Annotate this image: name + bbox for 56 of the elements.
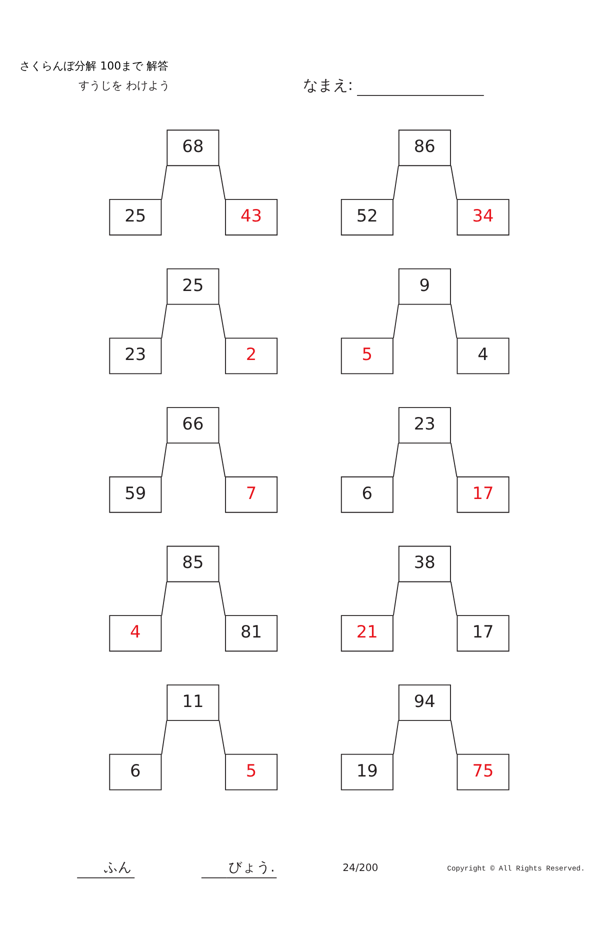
- connector: [161, 303, 168, 338]
- node-box: 34: [456, 198, 510, 235]
- connector: [161, 720, 168, 754]
- node-box: 23: [109, 337, 162, 374]
- node-box: 2: [225, 337, 278, 374]
- connector: [450, 720, 458, 754]
- node-box: 85: [166, 545, 220, 582]
- label: なまえ:: [302, 75, 354, 94]
- label: びょう.: [228, 859, 275, 876]
- label: すうじを わけよう: [78, 78, 170, 92]
- node-box: 11: [166, 684, 220, 720]
- connector: [218, 164, 226, 200]
- node-box: 5: [340, 337, 394, 374]
- node-box: 94: [398, 684, 451, 720]
- connector: [161, 164, 168, 200]
- node-box: 21: [340, 614, 394, 652]
- node-box: 5: [225, 753, 278, 790]
- node-box: 4: [456, 337, 510, 374]
- connector: [161, 580, 168, 616]
- connector: [392, 442, 399, 477]
- connector: [392, 580, 399, 616]
- connector: [392, 164, 399, 200]
- node-box: 38: [398, 545, 451, 582]
- node-box: 86: [398, 129, 451, 166]
- connector: [218, 303, 226, 338]
- node-box: 52: [340, 198, 394, 235]
- connector: [218, 580, 226, 616]
- connector: [161, 442, 168, 477]
- node-box: 19: [340, 753, 394, 790]
- connector: [450, 442, 458, 477]
- node-box: 6: [340, 476, 394, 512]
- node-box: 75: [456, 753, 510, 790]
- node-box: 9: [398, 268, 451, 304]
- connector: [218, 720, 226, 754]
- node-box: 25: [166, 268, 220, 304]
- node-box: 6: [109, 753, 162, 790]
- node-box: 81: [225, 614, 278, 652]
- node-box: 23: [398, 406, 451, 444]
- diagram-title: さくらんぼ分解 100まで 解答: [20, 59, 169, 72]
- node-box: 7: [225, 476, 278, 512]
- connector: [392, 720, 399, 754]
- node-box: 66: [166, 406, 220, 444]
- node-box: 4: [109, 614, 162, 652]
- label: 24/200: [342, 862, 378, 874]
- connector: [218, 442, 226, 477]
- node-box: 43: [225, 198, 278, 235]
- node-box: 17: [456, 476, 510, 512]
- connector: [392, 303, 399, 338]
- node-box: 68: [166, 129, 220, 166]
- connector: [450, 164, 458, 200]
- connector: [450, 303, 458, 338]
- node-box: 59: [109, 476, 162, 512]
- node-box: 17: [456, 614, 510, 652]
- connector: [450, 580, 458, 616]
- label: ふん: [104, 859, 132, 876]
- node-box: 25: [109, 198, 162, 235]
